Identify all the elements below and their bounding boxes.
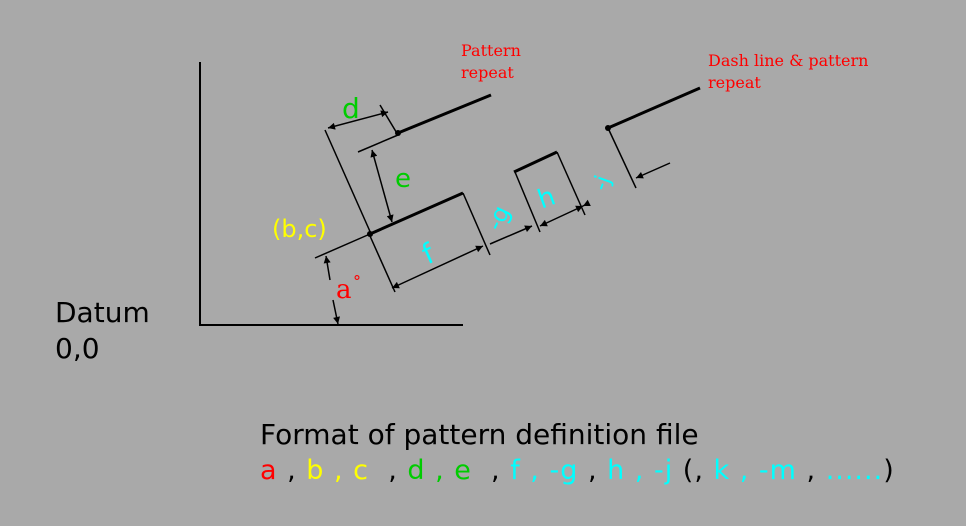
label-a: a (336, 275, 352, 305)
format-segment: , (796, 455, 826, 486)
ext-line-g-start (514, 171, 541, 233)
format-segment: ) (883, 455, 895, 486)
label-j: -j (588, 172, 616, 194)
origin-label: 0,0 (55, 332, 100, 365)
pattern-line-2-dash (397, 93, 492, 135)
dim-arrow-e (370, 149, 394, 223)
dim-arrow-j-left (582, 199, 591, 207)
caption-title: Format of pattern definition file (260, 418, 699, 451)
dim-arrow-f (391, 245, 484, 289)
pattern-repeat-label-2: repeat (461, 63, 514, 82)
label-f: f (417, 236, 440, 271)
ext-line-e-top (357, 134, 399, 153)
dim-arrow-g (489, 225, 533, 245)
label-d: d (342, 92, 360, 125)
label-bc: (b,c) (272, 215, 327, 243)
pattern-line-3-dash (607, 86, 701, 130)
format-segment: k , -m (713, 455, 797, 486)
ext-line-d (379, 104, 399, 136)
format-segment: f , -g (510, 455, 579, 486)
datum-label: Datum (55, 296, 150, 329)
label-degree: ° (353, 272, 361, 291)
format-segment: , (471, 455, 511, 486)
ext-line-origin (324, 129, 373, 237)
pattern-line-1-dash-2 (513, 150, 558, 174)
ext-line-bottom (369, 235, 396, 293)
format-segment: , (369, 455, 408, 486)
pattern-repeat-label: Pattern (461, 41, 521, 60)
format-segment: h , -j (607, 455, 674, 486)
dim-arrow-j (635, 162, 671, 179)
label-e: e (395, 164, 411, 194)
pattern-line-1-dash (369, 191, 464, 236)
ext-line-h-end (556, 151, 586, 216)
caption-format-line: a , b , c , d , e , f , -g , h , -j (, k… (260, 452, 895, 490)
ext-line-a (314, 233, 371, 259)
dim-arrow-d (327, 110, 389, 130)
ext-line-j-end (607, 127, 637, 189)
format-segment: a (260, 455, 278, 486)
format-segment: , (277, 455, 307, 486)
label-h: h (534, 181, 560, 215)
dim-arrow-a-up (323, 255, 331, 281)
format-segment: ...... (825, 455, 884, 486)
format-segment: d , e (407, 455, 472, 486)
format-caption: Format of pattern definition file a , b … (260, 418, 895, 490)
label-g: -g (480, 201, 515, 234)
dash-repeat-label: Dash line & pattern (708, 51, 868, 70)
format-segment: , (578, 455, 608, 486)
format-segment: b , c (306, 455, 370, 486)
dash-repeat-label-2: repeat (708, 73, 761, 92)
dim-arrow-a-down (332, 299, 340, 325)
format-segment: (, (673, 455, 714, 486)
ext-line-f-end (462, 192, 491, 256)
dim-arrow-h (539, 205, 584, 227)
